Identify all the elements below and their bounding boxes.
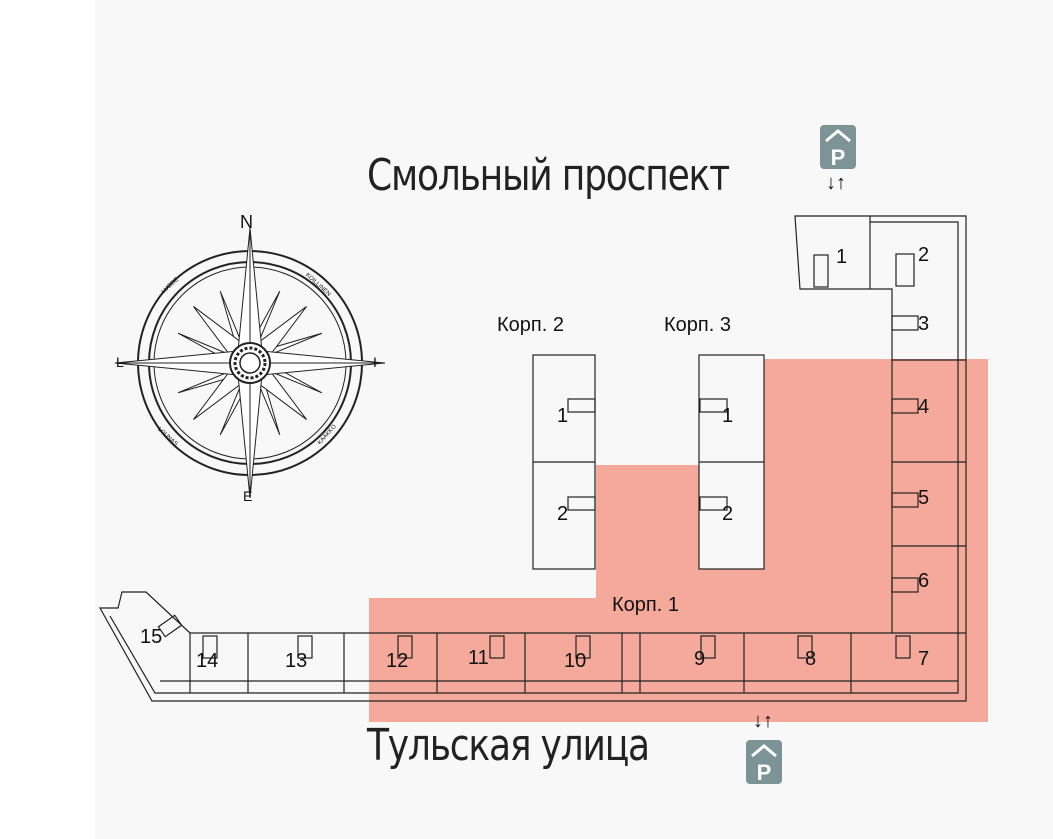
korp1-entrance-14[interactable]: 14 [196, 650, 219, 672]
compass-rose [114, 227, 386, 499]
korp1-entrance-9[interactable]: 9 [694, 648, 706, 670]
korp2-label: Корп. 2 [497, 314, 564, 336]
korp1-entrance-10[interactable]: 10 [564, 650, 587, 672]
korp1-entrance-13[interactable]: 13 [285, 650, 308, 672]
compass-south-letter: E [243, 488, 253, 504]
korp1-entrance-3[interactable]: 3 [918, 313, 930, 335]
parking-south-icon: P [746, 740, 782, 785]
street-north-label: Смольный проспект [367, 150, 730, 201]
highlighted-area[interactable] [369, 359, 988, 722]
korp3-entrance-2[interactable]: 2 [722, 503, 734, 525]
korp2-entrance-2[interactable]: 2 [557, 503, 569, 525]
korp1-entrance-8[interactable]: 8 [805, 648, 817, 670]
compass-north-letter: N [240, 212, 253, 232]
parking-south-arrows: ↓↑ [753, 710, 773, 732]
korp3-building[interactable] [698, 354, 765, 570]
korp3-entrance-1[interactable]: 1 [722, 405, 734, 427]
korp1-label: Корп. 1 [612, 594, 679, 616]
korp1-entrance-4[interactable]: 4 [918, 396, 930, 418]
parking-north-icon: P [820, 125, 856, 170]
street-south-label: Тульская улица [367, 720, 650, 771]
korp2-entrance-1[interactable]: 1 [557, 405, 569, 427]
korp1-entrance-2[interactable]: 2 [918, 244, 930, 266]
korp1-entrance-15[interactable]: 15 [140, 626, 163, 648]
compass-west-letter: L [116, 354, 124, 370]
korp3-label: Корп. 3 [664, 314, 731, 336]
parking-north-arrows: ↓↑ [826, 172, 846, 194]
korp1-entrance-5[interactable]: 5 [918, 487, 930, 509]
korp1-entrance-7[interactable]: 7 [918, 648, 930, 670]
korp1-entrance-12[interactable]: 12 [386, 650, 409, 672]
korp1-entrance-11[interactable]: 11 [468, 647, 489, 669]
parking-south-symbol: P [757, 760, 772, 785]
compass-east-letter: I [373, 354, 377, 370]
parking-north-symbol: P [831, 145, 846, 170]
korp1-entrance-6[interactable]: 6 [918, 570, 930, 592]
korp2-building[interactable] [532, 354, 596, 570]
korp1-entrance-1[interactable]: 1 [836, 246, 848, 268]
